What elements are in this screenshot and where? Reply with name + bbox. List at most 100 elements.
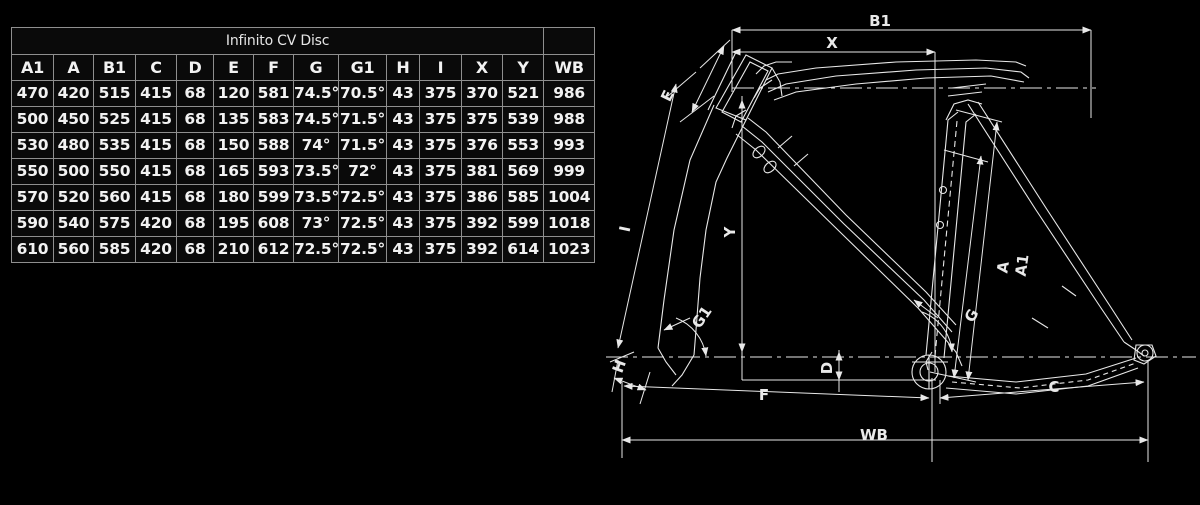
table-cell-b1: 525 xyxy=(93,106,136,133)
label-wb: WB xyxy=(860,426,888,444)
rear-axle-center xyxy=(1141,349,1149,357)
table-column-header-f: F xyxy=(253,54,294,81)
table-cell-g1: 72.5° xyxy=(338,236,387,263)
table-cell-g1: 71.5° xyxy=(338,106,387,133)
h-ext-1 xyxy=(611,359,619,393)
table-cell-c: 415 xyxy=(135,80,177,107)
table-cell-b1: 515 xyxy=(93,80,136,107)
table-cell-h: 43 xyxy=(386,158,420,185)
table-cell-f: 588 xyxy=(253,132,294,159)
table-cell-x: 381 xyxy=(461,158,503,185)
stay-detail xyxy=(1031,317,1049,329)
table-cell-g: 73° xyxy=(293,210,339,237)
st-bottle-boss-1 xyxy=(935,220,945,230)
table-cell-e: 165 xyxy=(213,158,254,185)
label-x: X xyxy=(826,34,838,52)
table-column-header-y: Y xyxy=(501,54,545,81)
frame-outline-group xyxy=(657,51,1157,395)
table-column-header-a: A xyxy=(53,54,94,81)
label-g1: G1 xyxy=(688,303,716,332)
table-cell-b1: 560 xyxy=(93,184,136,211)
table-cell-g: 72.5° xyxy=(293,236,339,263)
table-cell-i: 375 xyxy=(419,158,462,185)
table-cell-e: 135 xyxy=(213,106,254,133)
table-column-header-e: E xyxy=(213,54,254,81)
tt-ht-fillet-top xyxy=(755,61,792,75)
seat-post-top xyxy=(951,83,987,89)
table-cell-g: 73.5° xyxy=(293,158,339,185)
table-cell-a1: 590 xyxy=(11,210,54,237)
table-cell-a: 500 xyxy=(53,158,94,185)
table-cell-d: 68 xyxy=(176,210,214,237)
table-cell-wb: 986 xyxy=(543,80,596,107)
rear-dropout-body xyxy=(1133,344,1157,365)
table-cell-d: 68 xyxy=(176,236,214,263)
table-cell-f: 612 xyxy=(253,236,294,263)
i-ext-bot xyxy=(609,351,635,363)
seat-tube-left xyxy=(925,111,959,356)
table-cell-d: 68 xyxy=(176,184,214,211)
table-cell-c: 420 xyxy=(135,236,177,263)
table-cell-y: 569 xyxy=(501,158,545,185)
g-angle-arc xyxy=(921,311,955,353)
table-cell-a1: 610 xyxy=(11,236,54,263)
frame-geometry-diagram: B1 X E I G1 H Y D F WB G A A1 C xyxy=(596,0,1200,505)
table-cell-y: 585 xyxy=(501,184,545,211)
table-cell-e: 210 xyxy=(213,236,254,263)
head-top-cap xyxy=(771,67,783,97)
top-tube-inner xyxy=(773,75,1025,101)
label-i: I xyxy=(616,224,635,233)
table-column-header-g: G xyxy=(293,54,339,81)
f-dimension-line xyxy=(623,382,930,402)
cable-port-upper xyxy=(752,145,766,159)
a-dimension-line xyxy=(951,155,984,379)
table-cell-d: 68 xyxy=(176,106,214,133)
table-cell-h: 43 xyxy=(386,236,420,263)
table-cell-g1: 72.5° xyxy=(338,184,387,211)
tt-ht-fillet-bot xyxy=(753,79,773,99)
table-column-header-wb: WB xyxy=(543,54,596,81)
table-cell-i: 375 xyxy=(419,210,462,237)
table-cell-b1: 550 xyxy=(93,158,136,185)
table-cell-e: 150 xyxy=(213,132,254,159)
table-cell-wb: 993 xyxy=(543,132,596,159)
label-h: H xyxy=(609,357,630,375)
table-column-header-i: I xyxy=(419,54,462,81)
i-dimension-line xyxy=(616,83,678,349)
a1-ext-top xyxy=(955,109,1003,123)
label-a1: A1 xyxy=(1012,253,1033,277)
table-cell-wb: 1004 xyxy=(543,184,596,211)
fork-blade-left xyxy=(693,119,747,356)
table-cell-i: 375 xyxy=(419,80,462,107)
down-tube-bottom xyxy=(735,133,947,341)
table-column-header-x: X xyxy=(461,54,503,81)
table-cell-x: 375 xyxy=(461,106,503,133)
table-cell-f: 593 xyxy=(253,158,294,185)
table-cell-y: 599 xyxy=(501,210,545,237)
table-cell-x: 370 xyxy=(461,80,503,107)
table-cell-e: 180 xyxy=(213,184,254,211)
table-cell-g1: 70.5° xyxy=(338,80,387,107)
table-cell-a1: 530 xyxy=(11,132,54,159)
e-dimension-line xyxy=(691,45,725,113)
dt-to-bb xyxy=(945,339,963,367)
table-cell-y: 521 xyxy=(501,80,545,107)
fork-tip-left xyxy=(671,354,695,387)
table-cell-x: 392 xyxy=(461,236,503,263)
label-d: D xyxy=(818,362,836,374)
label-g: G xyxy=(961,306,983,325)
table-cell-f: 583 xyxy=(253,106,294,133)
dimension-lines-group xyxy=(606,26,1196,462)
h-dimension-line xyxy=(613,377,647,391)
table-column-header-d: D xyxy=(176,54,214,81)
table-cell-i: 375 xyxy=(419,132,462,159)
table-cell-g1: 72° xyxy=(338,158,387,185)
table-cell-h: 43 xyxy=(386,80,420,107)
table-cell-wb: 999 xyxy=(543,158,596,185)
table-cell-a: 540 xyxy=(53,210,94,237)
table-cell-y: 539 xyxy=(501,106,545,133)
